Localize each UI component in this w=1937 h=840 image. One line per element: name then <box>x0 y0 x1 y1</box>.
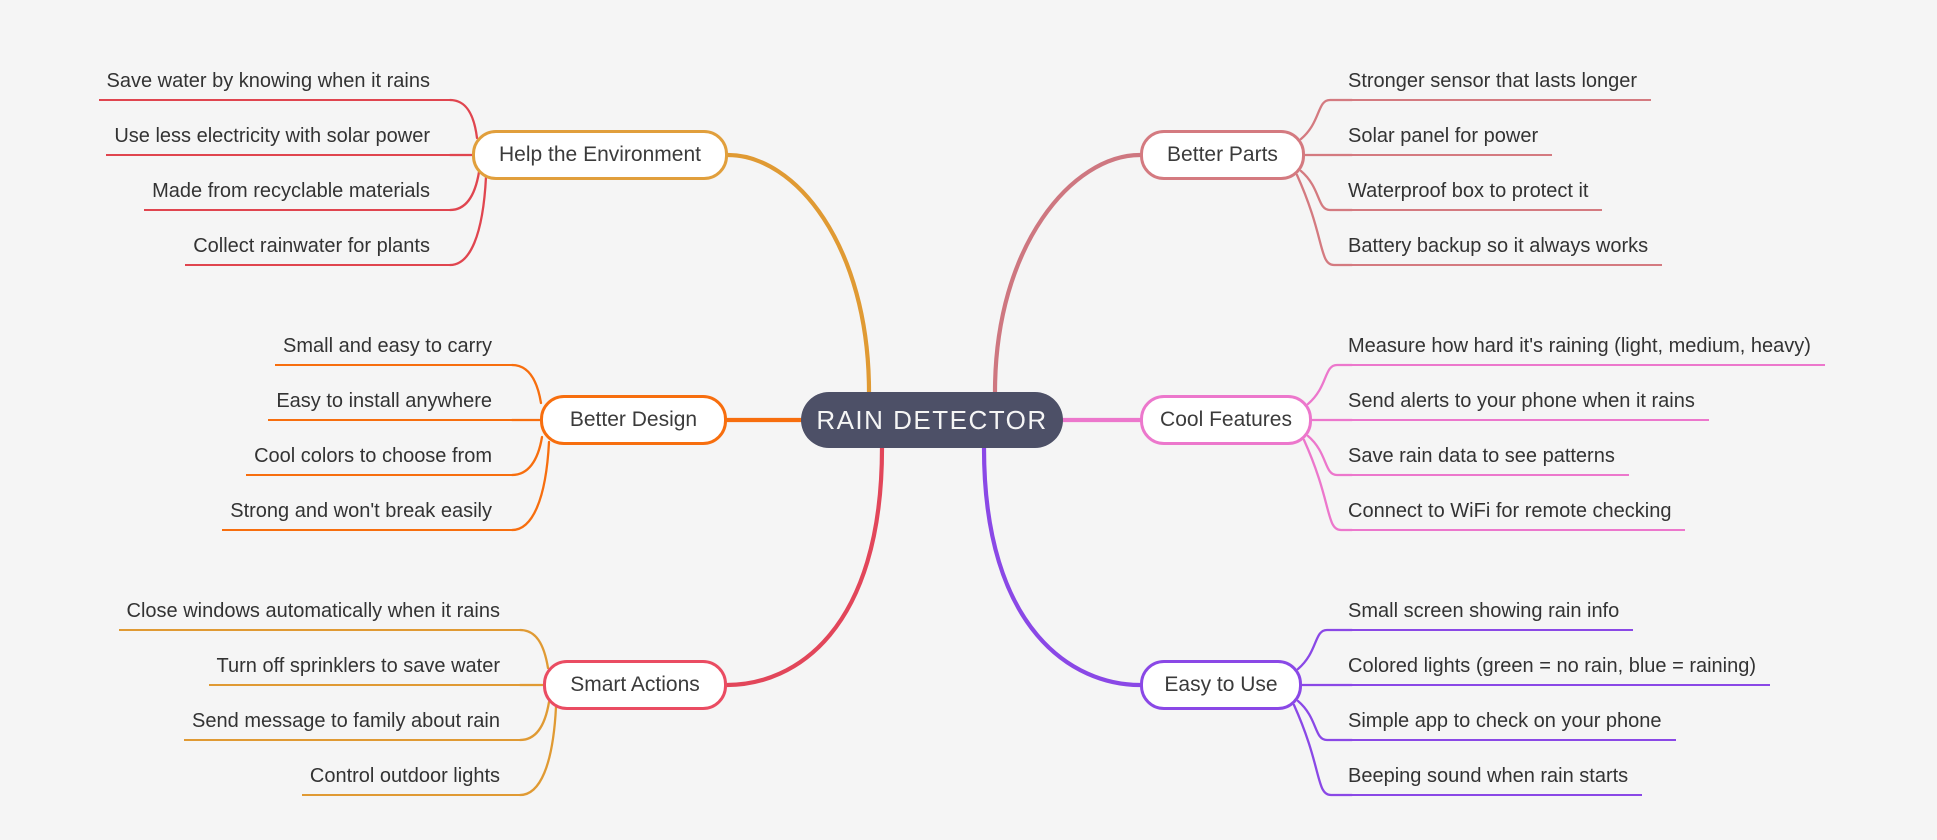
leaf-item: Waterproof box to protect it <box>1340 178 1603 211</box>
branch-node-cool-features: Cool Features <box>1140 395 1312 445</box>
leaf-item: Close windows automatically when it rain… <box>118 598 520 631</box>
leaf-connector <box>448 98 479 140</box>
leaf-connector <box>1306 434 1354 477</box>
leaf-item: Beeping sound when rain starts <box>1340 763 1643 796</box>
leaf-connector <box>1295 173 1354 267</box>
leaf-connector <box>1292 703 1354 797</box>
leaf-item: Cool colors to choose from <box>246 443 512 476</box>
leaf-item: Small screen showing rain info <box>1340 598 1634 631</box>
leaf-item: Collect rainwater for plants <box>185 233 450 266</box>
leaf-item: Connect to WiFi for remote checking <box>1340 498 1686 531</box>
leaf-connector <box>518 705 558 797</box>
branch-node-smart-actions: Smart Actions <box>543 660 727 710</box>
leaf-connector <box>1302 438 1354 532</box>
leaf-item: Stronger sensor that lasts longer <box>1340 68 1652 101</box>
edge-center-to-better-parts <box>992 152 1143 395</box>
leaf-connector <box>1296 628 1354 671</box>
leaf-connector <box>518 628 550 670</box>
leaf-item: Use less electricity with solar power <box>106 123 450 156</box>
leaf-item: Solar panel for power <box>1340 123 1553 156</box>
edge-center-to-help-the-environment <box>725 152 872 395</box>
leaf-item: Small and easy to carry <box>275 333 512 366</box>
leaf-item: Send message to family about rain <box>184 708 520 741</box>
leaf-connector <box>510 440 551 532</box>
leaf-item: Save rain data to see patterns <box>1340 443 1629 476</box>
leaf-item: Strong and won't break easily <box>222 498 512 531</box>
leaf-item: Save water by knowing when it rains <box>98 68 450 101</box>
leaf-item: Battery backup so it always works <box>1340 233 1663 266</box>
leaf-connector <box>518 700 551 742</box>
leaf-connector <box>1296 699 1354 742</box>
leaf-item: Easy to install anywhere <box>268 388 512 421</box>
leaf-connector <box>1299 98 1354 141</box>
branch-node-help-the-environment: Help the Environment <box>472 130 728 180</box>
branch-node-better-parts: Better Parts <box>1140 130 1305 180</box>
leaf-item: Measure how hard it's raining (light, me… <box>1340 333 1825 366</box>
leaf-connector <box>1299 169 1354 212</box>
leaf-connector <box>448 175 488 267</box>
center-node: RAIN DETECTOR <box>801 392 1063 448</box>
leaf-connector <box>1306 363 1354 406</box>
leaf-connector <box>510 435 544 477</box>
leaf-item: Made from recyclable materials <box>144 178 450 211</box>
branch-node-better-design: Better Design <box>540 395 727 445</box>
edge-center-to-smart-actions <box>724 445 885 688</box>
branch-node-easy-to-use: Easy to Use <box>1140 660 1302 710</box>
leaf-item: Send alerts to your phone when it rains <box>1340 388 1709 421</box>
leaf-connector <box>448 170 481 212</box>
leaf-item: Colored lights (green = no rain, blue = … <box>1340 653 1771 686</box>
leaf-item: Control outdoor lights <box>301 763 520 796</box>
edge-center-to-easy-to-use <box>981 445 1143 688</box>
leaf-item: Turn off sprinklers to save water <box>208 653 520 686</box>
leaf-connector <box>510 363 543 405</box>
leaf-item: Simple app to check on your phone <box>1340 708 1676 741</box>
